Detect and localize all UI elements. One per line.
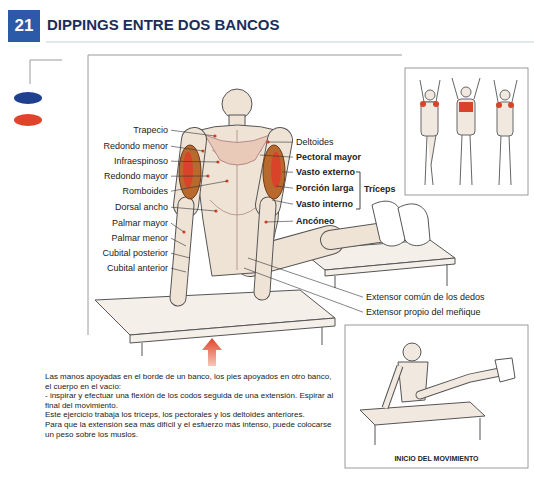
leader-line <box>282 172 293 173</box>
leader-line <box>268 142 293 143</box>
node-text: 21 <box>15 16 34 36</box>
leader-line <box>244 268 363 312</box>
muscle-label: Ancóneo <box>296 216 335 226</box>
muscle-label: Porción larga <box>296 183 354 193</box>
header-rule <box>46 42 534 43</box>
muscle-label: Pectoral mayor <box>296 152 361 162</box>
leader-line <box>171 130 215 136</box>
muscle-label: Cubital posterior <box>102 248 168 258</box>
leader-line <box>171 223 184 232</box>
muscle-label: Redondo menor <box>103 141 168 151</box>
bracket <box>356 172 360 209</box>
inset-box: INICIO DEL MOVIMIENTO <box>345 325 528 468</box>
instruction-text: Las manos apoyadas en el borde de un ban… <box>45 372 337 391</box>
inset-frame <box>345 325 528 468</box>
leader-line <box>171 268 186 272</box>
number-box: 21 <box>8 10 40 42</box>
color-oval <box>14 92 42 104</box>
leader-line <box>171 146 203 151</box>
leader-line <box>171 253 190 258</box>
leader-line <box>266 221 293 223</box>
muscle-label: Tríceps <box>364 184 396 194</box>
muscle-label: Cubital anterior <box>107 263 168 273</box>
muscle-label: Vasto externo <box>296 167 355 177</box>
push-arrow <box>202 338 222 366</box>
muscle-label: Romboides <box>122 186 168 196</box>
frame-line <box>30 60 62 84</box>
muscle-label: Palmar mayor <box>112 218 168 228</box>
leader-line <box>260 155 293 157</box>
frame-line <box>88 55 402 335</box>
inset-frame <box>405 68 528 195</box>
page-title: DIPPINGS ENTRE DOS BANCOS <box>47 16 280 33</box>
leader-line <box>248 258 363 297</box>
muscle-label: Deltoides <box>296 137 334 147</box>
muscle-label: Extensor común de los dedos <box>366 292 485 302</box>
athlete <box>178 89 285 298</box>
instruction-text: - inspirar y efectuar una flexión de los… <box>45 391 337 410</box>
leader-line <box>171 207 216 211</box>
muscle-label: Redondo mayor <box>104 171 168 181</box>
inset-figure <box>360 343 515 445</box>
leader-line <box>171 181 227 191</box>
instruction-text: Para que la extensión sea más difícil y … <box>45 420 337 439</box>
inset-figures <box>420 78 517 185</box>
leader-line <box>171 238 186 246</box>
muscle-label: Infraespinoso <box>114 156 168 166</box>
leader-line <box>171 176 208 177</box>
node-text: INICIO DEL MOVIMIENTO <box>394 455 478 462</box>
leader-line <box>171 161 218 163</box>
color-oval <box>14 114 42 126</box>
muscle-label: Palmar menor <box>111 233 168 243</box>
leader-line <box>276 186 293 188</box>
muscle-label: Extensor propio del meñique <box>366 307 481 317</box>
leader-line <box>272 200 293 204</box>
muscle-label: Vasto interno <box>296 199 353 209</box>
muscle-label: Dorsal ancho <box>115 202 168 212</box>
muscle-label: Trapecio <box>133 125 168 135</box>
instruction-text: Este ejercicio trabaja los tríceps, los … <box>45 410 337 420</box>
